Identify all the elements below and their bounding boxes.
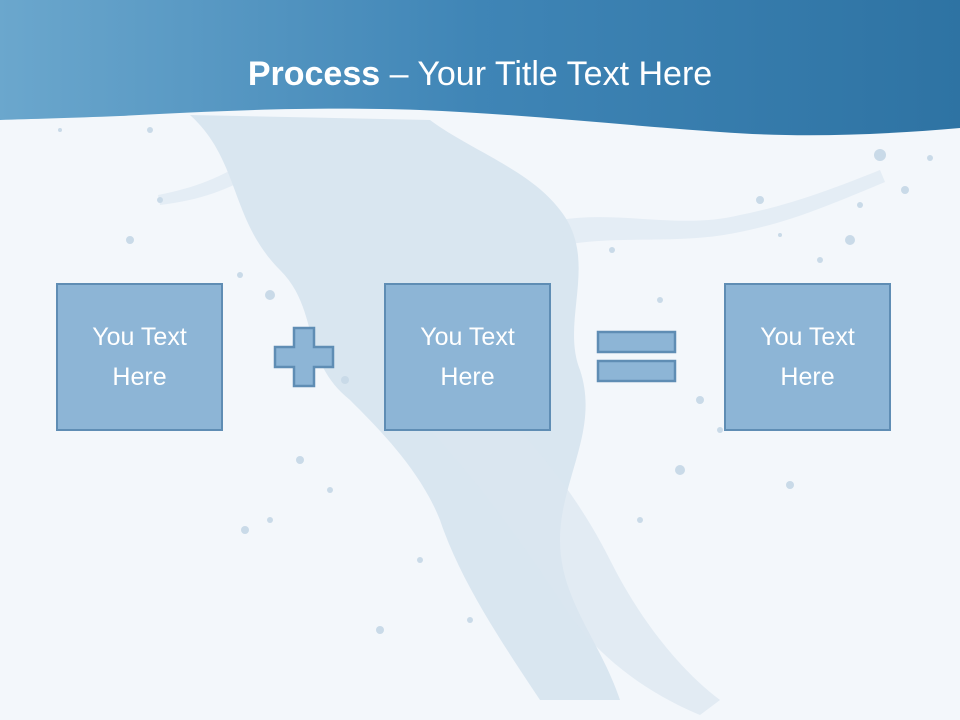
process-box-3-text: You Text Here xyxy=(760,323,855,391)
header-band xyxy=(0,0,960,136)
title-bold: Process xyxy=(247,55,381,93)
equals-icon xyxy=(596,330,677,383)
process-box-2[interactable]: You Text Here xyxy=(384,283,551,431)
process-box-1-text: You Text Here xyxy=(92,323,187,391)
process-box-2-text: You Text Here xyxy=(420,323,515,391)
slide-title: Process – Your Title Text Here xyxy=(0,52,960,96)
plus-icon xyxy=(273,326,335,388)
process-box-1[interactable]: You Text Here xyxy=(56,283,223,431)
title-rest: – Your Title Text Here xyxy=(380,55,713,93)
process-box-3[interactable]: You Text Here xyxy=(724,283,891,431)
